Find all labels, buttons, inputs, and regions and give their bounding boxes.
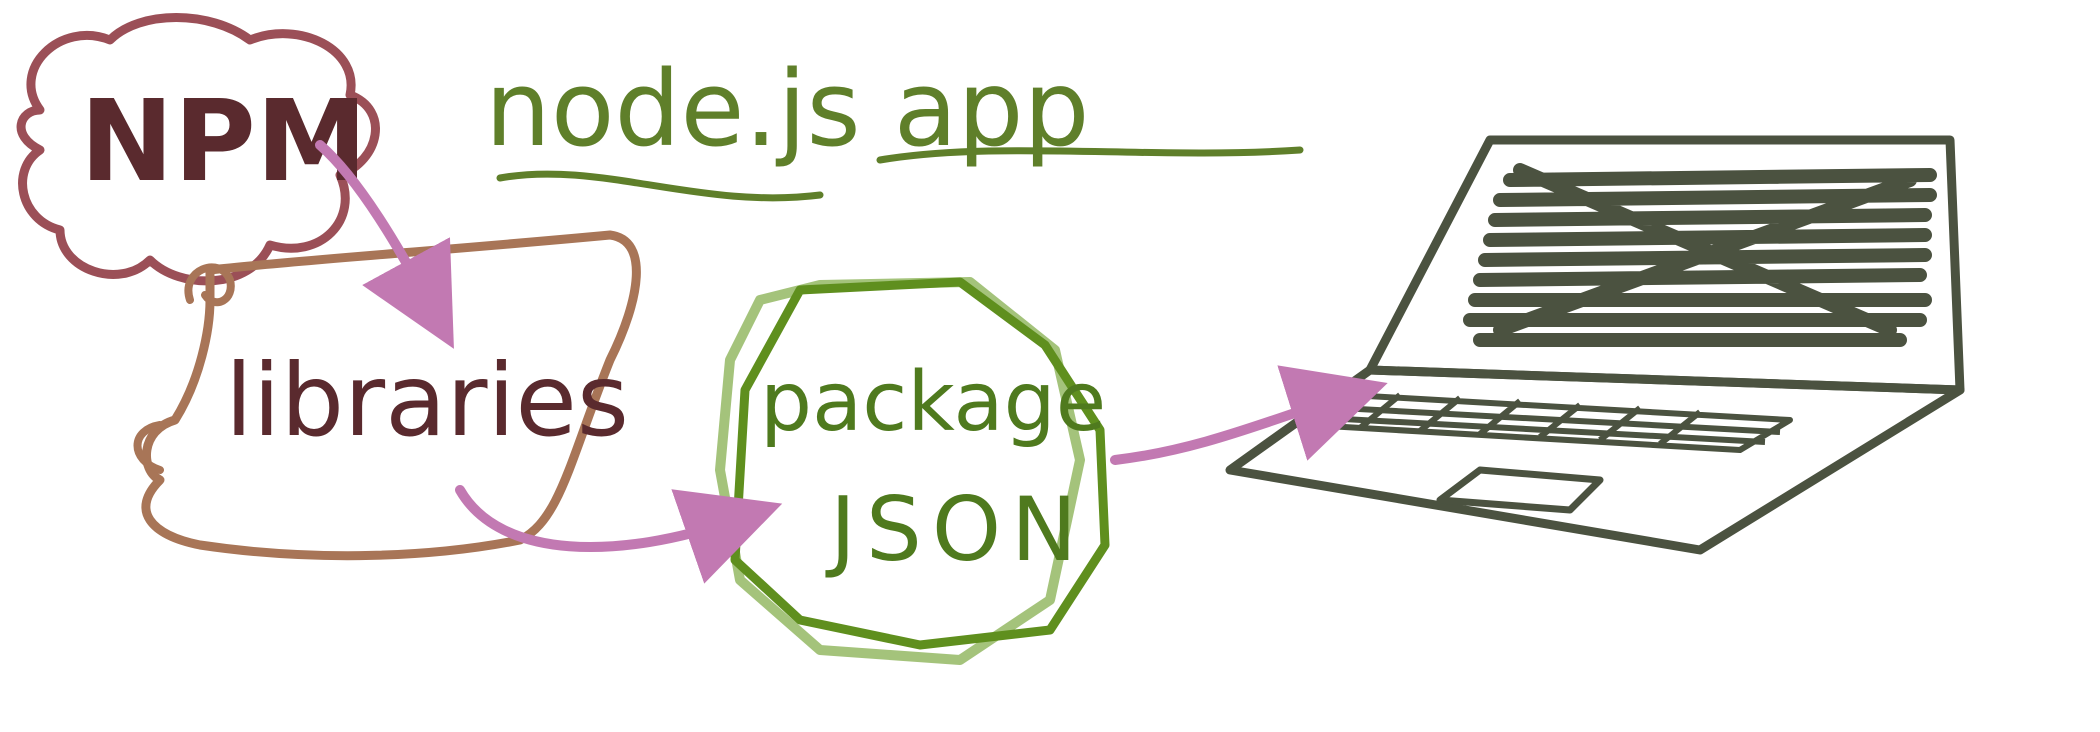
- laptop-trackpad: [1436, 466, 1604, 514]
- libraries-node: libraries: [133, 230, 641, 561]
- package-label: package: [760, 355, 1106, 450]
- arrow-package-to-laptop: [1110, 365, 1388, 465]
- npm-label: NPM: [80, 77, 367, 207]
- json-label: JSON: [825, 478, 1087, 581]
- laptop-keyboard: [1307, 392, 1793, 453]
- arrow-libraries-to-package: [455, 485, 783, 584]
- libraries-scroll-shape: [141, 230, 641, 561]
- laptop-base: [1225, 365, 1965, 555]
- libraries-scroll-curl: [133, 263, 235, 474]
- npm-cloud-shape: [16, 13, 380, 286]
- laptop-screen-scribble: [1463, 163, 1937, 347]
- package-json-node: package JSON: [715, 277, 1110, 665]
- title-group: node.js app: [485, 48, 1304, 202]
- title-underline: [496, 146, 1304, 202]
- libraries-label: libraries: [225, 342, 629, 459]
- arrow-npm-to-libraries: [315, 140, 454, 349]
- laptop-icon: [1225, 135, 1965, 555]
